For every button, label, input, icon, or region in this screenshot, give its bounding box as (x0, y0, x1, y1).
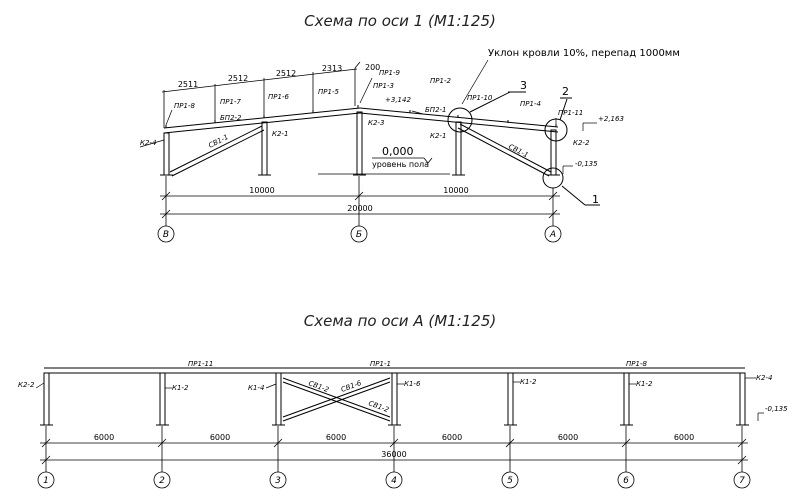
span-dim-right: 10000 (443, 186, 468, 195)
total-dim-2: 36000 (381, 450, 406, 459)
roof-beam-right-bottom (359, 112, 559, 133)
span-dim-left: 10000 (249, 186, 274, 195)
bay-dim-6: 6000 (674, 433, 694, 442)
scheme-1-dimension-lines (160, 176, 560, 226)
label-elev-base: -0,135 (575, 160, 598, 168)
roof-beam-left-bottom (163, 112, 361, 134)
scheme-2-title: Схема по оси А (М1:125) (304, 312, 496, 330)
purlin-ticks (165, 105, 557, 128)
label-k2-4: К2-4 (756, 374, 772, 382)
scheme-2-leaders (35, 377, 764, 421)
column-mid-left (261, 121, 268, 176)
label-pr1-11: ПР1-11 (188, 360, 213, 368)
scheme-axis-1: Схема по оси 1 (М1:125) (139, 12, 680, 243)
label-pr1-6: ПР1-6 (268, 93, 289, 101)
axis-7: 7 (739, 476, 745, 486)
column-axis-v (163, 132, 170, 176)
brace-right-2 (457, 127, 550, 177)
axis-1: 1 (43, 476, 49, 486)
label-k1-4: К1-4 (248, 384, 264, 392)
label-elev-base-2: -0,135 (765, 405, 788, 413)
label-k2-2: К2-2 (18, 381, 35, 389)
roof-beam-right-top (359, 107, 559, 128)
label-pr1-11: ПР1-11 (558, 109, 583, 117)
axis-6: 6 (623, 476, 629, 486)
axis-5: 5 (507, 476, 513, 486)
bay-dim-5: 6000 (558, 433, 578, 442)
callouts (447, 91, 600, 206)
label-pr1-7: ПР1-7 (220, 98, 241, 106)
scheme-2-dimension-lines (40, 426, 748, 472)
axis-3: 3 (275, 476, 281, 486)
label-sv1-2-b: СВ1-2 (367, 399, 390, 414)
label-bp2-1: БП2-1 (425, 106, 447, 114)
callout-2: 2 (562, 85, 569, 98)
dim-top-1: 2511 (178, 80, 198, 89)
label-pr1-4: ПР1-4 (520, 100, 541, 108)
label-k2-1-right: К2-1 (430, 132, 446, 140)
roof-beam-left-top (163, 107, 361, 129)
label-pr1-8: ПР1-8 (174, 102, 195, 110)
scheme-2-top-beam (44, 367, 745, 374)
label-sv1-1-right: СВ1-1 (507, 143, 529, 160)
label-k1-6: К1-6 (404, 380, 421, 388)
scheme-axis-a: Схема по оси А (М1:125) (18, 312, 788, 489)
label-k2-2: К2-2 (573, 139, 590, 147)
bay-dim-4: 6000 (442, 433, 462, 442)
brace-left-1 (169, 125, 263, 173)
axis-b: Б (356, 230, 362, 240)
total-dim: 20000 (347, 204, 372, 213)
bay-dim-1: 6000 (94, 433, 114, 442)
dim-top-2: 2512 (228, 74, 248, 83)
axis-4: 4 (391, 476, 397, 486)
dim-top-5: 200 (365, 63, 380, 72)
leader-lines (139, 77, 597, 174)
label-k1-2-c: К1-2 (636, 380, 653, 388)
label-pr1-5: ПР1-5 (318, 88, 339, 96)
column-mid-right (455, 121, 462, 176)
zero-level-value: 0,000 (382, 145, 414, 158)
scheme-1-axis-bubbles (157, 225, 562, 243)
scheme-1-braces (169, 123, 552, 177)
axis-a: А (549, 230, 556, 240)
label-k2-1-left: К2-1 (272, 130, 288, 138)
brace-left-2 (171, 129, 265, 177)
zero-level-marker: 0,000 уровень пола (318, 145, 450, 175)
label-pr1-9: ПР1-9 (379, 69, 400, 77)
dim-top-3: 2512 (276, 69, 296, 78)
scheme-1-title: Схема по оси 1 (М1:125) (304, 12, 496, 30)
slope-note: Уклон кровли 10%, перепад 1000мм (488, 48, 680, 59)
label-pr1-3: ПР1-3 (373, 82, 394, 90)
axis-2: 2 (159, 476, 165, 486)
zero-level-note: уровень пола (372, 160, 429, 169)
label-k1-2-a: К1-2 (172, 384, 189, 392)
callout-1: 1 (592, 193, 599, 206)
column-axis-b (356, 111, 363, 176)
label-pr1-2: ПР1-2 (430, 77, 451, 85)
label-bp2-2: БП2-2 (220, 114, 242, 122)
bay-dim-3: 6000 (326, 433, 346, 442)
label-elev-eave: +2,163 (598, 115, 624, 123)
label-k2-3: К2-3 (368, 119, 384, 127)
bay-dim-2: 6000 (210, 433, 230, 442)
label-pr1-8: ПР1-8 (626, 360, 647, 368)
label-pr1-10: ПР1-10 (467, 94, 493, 102)
label-k2-4: К2-4 (140, 139, 156, 147)
brace-right-1 (459, 123, 552, 173)
top-dimension-chain (161, 61, 361, 128)
scheme-2-axis-bubbles (37, 471, 751, 489)
scheme-2-x-braces (282, 377, 391, 422)
callout-3: 3 (520, 79, 527, 92)
dim-top-4: 2313 (322, 64, 342, 73)
label-elev-ridge: +3,142 (385, 96, 411, 104)
axis-v: В (163, 230, 169, 240)
label-pr1-1: ПР1-1 (370, 360, 391, 368)
scheme-1-roof (163, 105, 559, 134)
label-k1-2-b: К1-2 (520, 378, 537, 386)
